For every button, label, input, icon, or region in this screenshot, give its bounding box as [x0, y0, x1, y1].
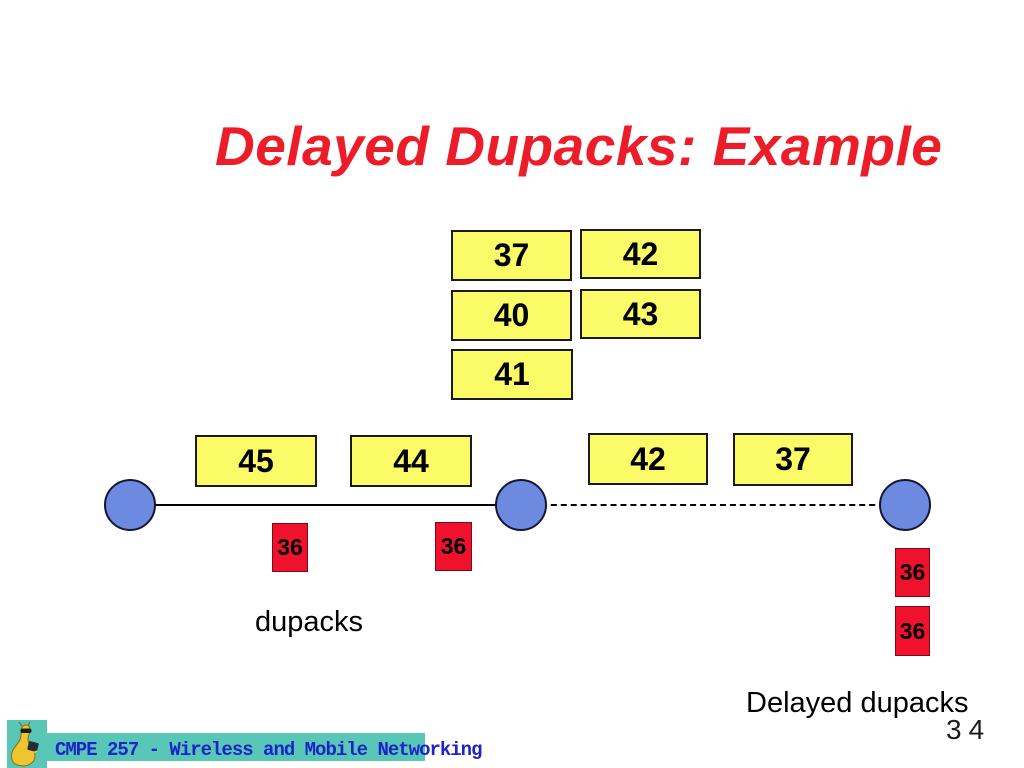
- buffer-packet-box: 43: [580, 289, 701, 339]
- course-footer-label: CMPE 257 - Wireless and Mobile Networkin…: [55, 739, 482, 761]
- buffer-packet-box: 42: [580, 229, 701, 279]
- buffer-packet-box: 40: [451, 290, 572, 341]
- dupacks-label: dupacks: [255, 606, 364, 638]
- mascot-logo-icon: [7, 720, 47, 768]
- page-number: 34: [946, 714, 992, 745]
- buffer-packet-box: 41: [451, 349, 573, 400]
- slide-title: Delayed Dupacks: Example: [215, 115, 943, 177]
- delayed-dupacks-label: Delayed dupacks: [746, 687, 969, 719]
- buffer-packet-box: 37: [451, 230, 572, 281]
- link-packet-box: 42: [588, 433, 708, 485]
- dupack-box: 36: [435, 522, 472, 571]
- dupack-box: 36: [272, 523, 308, 572]
- wireless-link-dashed-line: [521, 504, 905, 506]
- node-circle-middle: [495, 479, 547, 531]
- node-circle-right: [879, 479, 931, 531]
- link-packet-box: 45: [195, 435, 317, 487]
- node-circle-left: [104, 479, 156, 531]
- wired-link-line: [130, 504, 521, 506]
- link-packet-box: 44: [350, 435, 472, 487]
- footer-banner: [7, 733, 425, 761]
- delayed-dupack-box: 36: [895, 548, 930, 597]
- link-packet-box: 37: [733, 433, 853, 486]
- delayed-dupack-box: 36: [895, 606, 930, 656]
